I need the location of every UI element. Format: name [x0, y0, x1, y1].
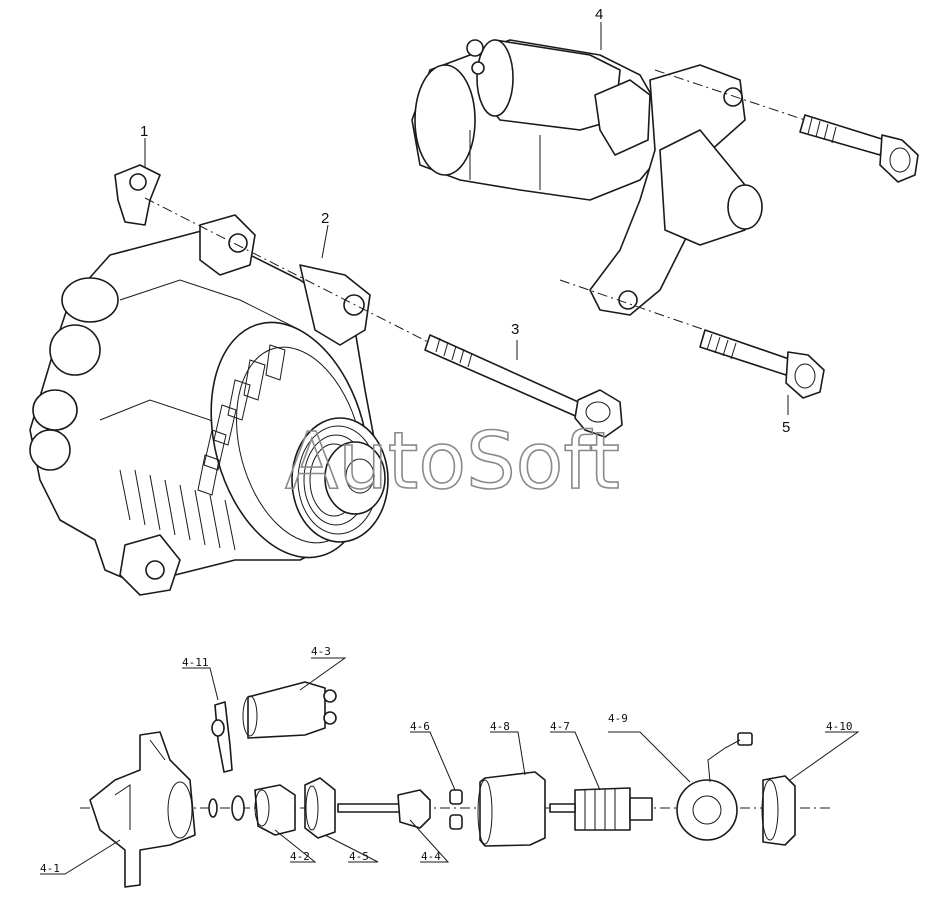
callout-2: 2 — [321, 210, 329, 227]
callout-4-6: 4-6 — [410, 720, 430, 733]
callout-4-1: 4-1 — [40, 862, 60, 875]
starter-motor — [411, 39, 763, 316]
callout-4-10: 4-10 — [826, 720, 853, 733]
brush-holder — [676, 732, 753, 841]
solenoid — [242, 681, 337, 739]
callout-4-9: 4-9 — [608, 712, 628, 725]
drive-end-housing — [89, 731, 196, 888]
callout-4-8: 4-8 — [490, 720, 510, 733]
callout-1: 1 — [140, 123, 148, 140]
field-housing — [477, 771, 546, 847]
callout-3: 3 — [511, 321, 519, 338]
bearings — [449, 789, 463, 830]
axis-line — [559, 279, 706, 331]
axis-line — [654, 69, 806, 121]
leader-lines — [40, 22, 860, 875]
alternator — [29, 214, 389, 596]
callout-4-11: 4-11 — [182, 656, 209, 669]
shift-lever — [211, 701, 233, 773]
callout-4-3: 4-3 — [311, 645, 331, 658]
armature — [549, 787, 653, 831]
callout-4-4: 4-4 — [421, 850, 441, 863]
callout-4-7: 4-7 — [550, 720, 570, 733]
washer — [208, 795, 245, 821]
pinion-clutch — [254, 784, 296, 836]
callout-4: 4 — [595, 6, 603, 23]
watermark: AutoSoft — [285, 417, 620, 507]
gear-carrier — [304, 777, 336, 839]
end-cap — [761, 775, 796, 846]
bolt-upper — [799, 114, 919, 183]
axis-line — [144, 197, 431, 344]
bracket — [114, 164, 161, 226]
drive-shaft — [337, 789, 431, 829]
callout-4-5: 4-5 — [349, 850, 369, 863]
bolt-lower — [699, 329, 825, 399]
callout-5: 5 — [782, 419, 790, 436]
long-bolt — [424, 334, 623, 438]
callout-4-2: 4-2 — [290, 850, 310, 863]
